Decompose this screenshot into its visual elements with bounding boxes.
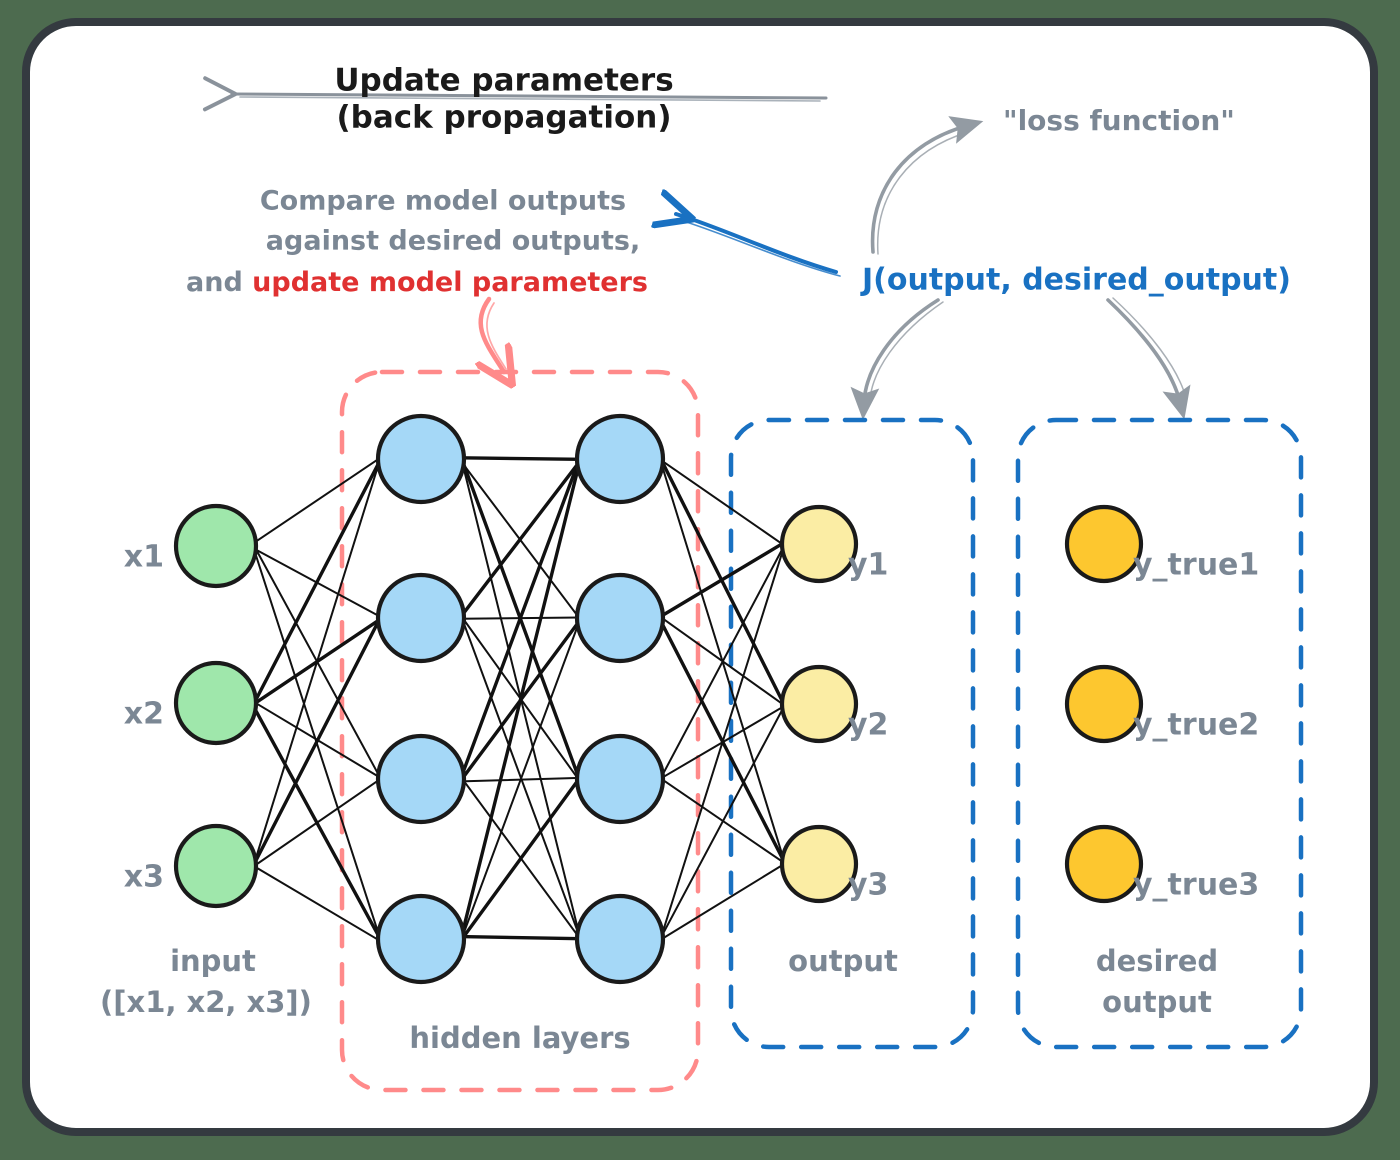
network-node-desired-output-1[interactable]: y_true1 [1064, 504, 1259, 584]
loss-function-label: "loss function" [1003, 104, 1235, 137]
desired-output-box [1015, 417, 1304, 1050]
node-circle [1064, 824, 1144, 904]
network-edge [251, 456, 383, 708]
network-node-output-3[interactable]: y3 [779, 824, 888, 904]
network-edge [252, 455, 382, 869]
loss-function-arrow [870, 116, 984, 255]
network-edge [460, 614, 581, 939]
node-circle [1064, 504, 1144, 584]
network-edges [251, 455, 787, 943]
network-edge [659, 703, 786, 941]
network-node-hidden-2-3[interactable] [574, 733, 666, 825]
desired-caption-line1: desired [1096, 944, 1218, 978]
node-label: y2 [848, 708, 888, 743]
node-circle [173, 660, 259, 746]
backprop-title-line2: (back propagation) [336, 100, 671, 136]
input-caption-line2: ([x1, x2, x3]) [100, 985, 312, 1019]
node-circle [375, 572, 467, 664]
node-circle [574, 733, 666, 825]
network-node-output-1[interactable]: y1 [779, 504, 888, 584]
node-circle [173, 823, 259, 909]
network-edge [459, 775, 582, 943]
network-node-hidden-2-1[interactable] [574, 413, 666, 505]
compare-line2: against desired outputs, [266, 226, 640, 257]
network-edge [252, 777, 382, 868]
network-node-input-2[interactable]: x2 [124, 660, 259, 746]
network-node-input-3[interactable]: x3 [124, 823, 259, 909]
network-edge [659, 542, 786, 942]
network-edge [459, 934, 582, 941]
network-node-hidden-2-2[interactable] [574, 572, 666, 664]
network-node-hidden-1-3[interactable] [375, 733, 467, 825]
network-edge [252, 456, 382, 545]
desired-caption-line2: output [1102, 985, 1212, 1019]
output-caption: output [788, 944, 898, 978]
network-node-hidden-1-2[interactable] [375, 572, 467, 664]
network-edge [459, 455, 582, 780]
node-circle [574, 413, 666, 505]
node-label: x2 [124, 697, 164, 732]
node-circle [779, 824, 859, 904]
network-edge [659, 862, 786, 942]
input-caption-line1: input [170, 944, 256, 978]
network-nodes: x1 x2 x3 y1 y2 y3 y_true1 y_true2 y_true3 [124, 413, 1259, 985]
node-label: y_true3 [1133, 868, 1259, 903]
compare-line3: and update model parameters [186, 267, 648, 298]
compare-line1: Compare model outputs [260, 186, 626, 217]
network-edge [658, 540, 787, 619]
node-circle [173, 503, 259, 589]
node-circle [574, 893, 666, 985]
network-edge [459, 459, 582, 619]
network-edge [251, 614, 383, 868]
node-label: x1 [124, 540, 164, 575]
hidden-layers-box [339, 369, 701, 1093]
loss-to-output-arrow [850, 298, 944, 420]
node-label: y_true1 [1133, 548, 1259, 583]
hidden-layers-caption: hidden layers [409, 1021, 630, 1055]
node-circle [574, 572, 666, 664]
network-edge [659, 458, 786, 547]
network-node-hidden-1-4[interactable] [375, 893, 467, 985]
node-circle [375, 413, 467, 505]
network-edge [252, 864, 382, 943]
compare-line3-emphasis: update model parameters [252, 267, 648, 298]
network-edge [658, 455, 787, 709]
network-edge [459, 458, 582, 941]
network-node-desired-output-2[interactable]: y_true2 [1064, 664, 1259, 744]
node-label: x3 [124, 860, 164, 895]
loss-to-desired-arrow [1106, 297, 1191, 420]
node-label: y3 [848, 868, 888, 903]
network-edge [459, 456, 582, 462]
compare-line3-prefix: and [186, 267, 252, 298]
update-parameters-arrow [481, 296, 506, 372]
node-circle [779, 504, 859, 584]
node-circle [375, 733, 467, 825]
loss-to-compare-arrow [676, 214, 841, 277]
backprop-title-line1: Update parameters [334, 63, 673, 99]
network-node-hidden-1-1[interactable] [375, 413, 467, 505]
network-node-output-2[interactable]: y2 [779, 664, 888, 744]
network-edge [460, 618, 581, 942]
network-node-hidden-2-4[interactable] [574, 893, 666, 985]
loss-function-expression: J(output, desired_output) [860, 263, 1291, 298]
node-circle [1064, 664, 1144, 744]
node-label: y1 [848, 548, 888, 583]
node-circle [375, 893, 467, 985]
network-node-input-1[interactable]: x1 [124, 503, 259, 589]
network-edge [659, 542, 786, 781]
node-circle [779, 664, 859, 744]
network-node-desired-output-3[interactable]: y_true3 [1064, 824, 1259, 904]
node-label: y_true2 [1133, 708, 1259, 743]
backprop-arrow [202, 76, 828, 112]
output-box [728, 417, 976, 1050]
